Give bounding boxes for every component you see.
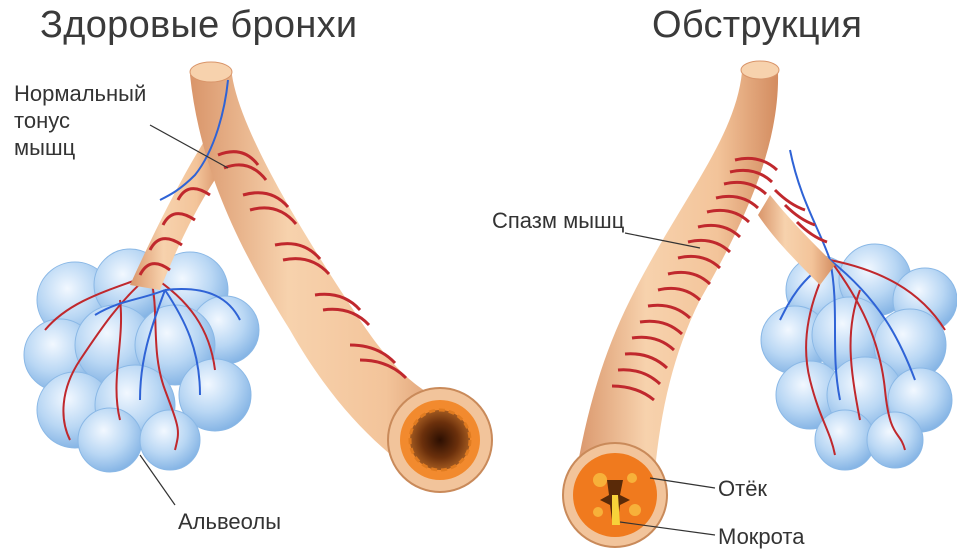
normal-tone-line-2: тонус xyxy=(14,107,146,134)
spasm-label: Спазм мышц xyxy=(492,207,624,234)
edema-label: Отёк xyxy=(718,475,767,502)
healthy-cross-section xyxy=(388,388,492,492)
obstruction-title: Обструкция xyxy=(652,4,862,47)
normal-tone-line-1: Нормальный xyxy=(14,80,146,107)
alveoli-label: Альвеолы xyxy=(178,508,281,535)
mucus-label: Мокрота xyxy=(718,523,805,550)
normal-tone-label: Нормальный тонус мышц xyxy=(14,80,146,161)
obstructed-cross-section xyxy=(563,443,667,547)
normal-tone-line-3: мышц xyxy=(14,134,146,161)
obstructed-alveoli-cluster xyxy=(761,244,957,470)
healthy-title: Здоровые бронхи xyxy=(40,4,357,47)
